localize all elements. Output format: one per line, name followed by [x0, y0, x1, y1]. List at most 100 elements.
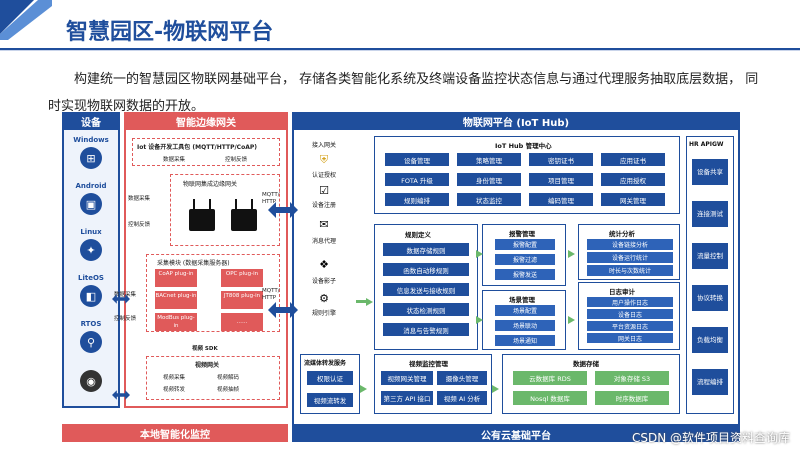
plugin-bacnet: BACnet plug-in	[155, 291, 197, 309]
hub-footer: 公有云基础平台	[292, 426, 740, 442]
collect-left-label-1: 数据采集	[114, 292, 137, 298]
btn-app-auth: 应用授权	[601, 173, 665, 186]
access-label-gateway: 接入网关	[311, 142, 336, 149]
btn-gateway-mgmt: 网关管理	[601, 193, 665, 206]
double-arrow-icon	[112, 390, 130, 400]
edge-gateway-panel: Iot 设备开发工具包 (MQTT/HTTP/CoAP) 数据采集 控制反馈 物…	[114, 130, 288, 408]
camera-mgmt: 摄像头管理	[437, 371, 487, 385]
rule-alarm: 消息与告警规则	[383, 323, 469, 336]
btn-identity: 身份管理	[457, 173, 521, 186]
access-label-register: 设备注册	[311, 202, 336, 209]
double-arrow-icon	[268, 202, 298, 218]
device-liteos: LiteOS ◧	[64, 274, 118, 307]
hub-header: 物联网平台 (IoT Hub)	[292, 112, 740, 130]
third-party-api: 第三方 API 接口	[381, 391, 433, 405]
edge-header: 智能边缘网关	[124, 112, 288, 130]
btn-app-cert: 应用证书	[601, 153, 665, 166]
windows-icon: ⊞	[80, 147, 102, 169]
streaming-box: 流媒体转发服务 权限认证 视频流转发	[300, 354, 360, 414]
alarm-config: 报警配置	[495, 239, 555, 250]
audit-box: 日志审计 用户操作日志 设备日志 平台资源日志 网关日志	[578, 282, 680, 350]
rule-data-storage: 数据存储规则	[383, 243, 469, 256]
apigw-connection-test: 连接测试	[692, 201, 728, 227]
arrow-right-icon	[366, 298, 373, 306]
btn-fota: FOTA 升级	[385, 173, 449, 186]
scene-config: 场景配置	[495, 305, 555, 316]
stats-duration: 时长与次数统计	[587, 265, 673, 276]
page-title: 智慧园区-物联网平台	[66, 20, 274, 45]
linux-icon: ✦	[80, 239, 102, 261]
access-label-broker: 消息代理	[311, 238, 336, 245]
video-gateway-mgmt: 视频网关管理	[381, 371, 433, 385]
plugin-jt808: JT808 plug-in	[221, 291, 263, 309]
collect-module-box: 采集模块 (数据采集服务器) CoAP plug-in OPC plug-in …	[146, 254, 280, 332]
audit-device: 设备日志	[587, 309, 673, 319]
router-icon	[231, 199, 257, 231]
double-arrow-icon	[268, 302, 298, 318]
chat-icon: ✉	[319, 217, 329, 231]
shadow-icon: ❖	[319, 257, 329, 271]
device-android: Android ▣	[64, 182, 118, 215]
iot-hub-panel: 接入网关 ⛨ 认证授权 ☑ 设备注册 ✉ 消息代理 ❖ 设备影子 ⚙ 规则引擎 …	[292, 130, 740, 426]
device-windows: Windows ⊞	[64, 136, 118, 169]
btn-device-mgmt: 设备管理	[385, 153, 449, 166]
shield-icon: ⛨	[319, 153, 329, 166]
stream-forward: 视频流转发	[307, 393, 353, 407]
storage-nosql: Nosql 数据库	[513, 391, 587, 405]
video-gateway-box: 视频网关 视频采集 视频解码 视频转发 视频抽帧	[146, 356, 280, 400]
scene-box: 场景管理 场景配置 场景联动 场景通知	[482, 290, 566, 350]
chip-icon: ◧	[80, 285, 102, 307]
plugin-more: ……	[221, 313, 263, 331]
alarm-filter: 报警过滤	[495, 254, 555, 265]
storage-s3: 对象存储 S3	[595, 371, 669, 385]
audit-user-ops: 用户操作日志	[587, 297, 673, 307]
integration-gateway-box: 物联网集成边缘网关	[170, 174, 280, 246]
arrow-right-icon	[568, 316, 575, 324]
intro-paragraph: 构建统一的智慧园区物联网基础平台， 存储各类智能化系统及终端设备监控状态信息与通…	[48, 72, 759, 114]
stats-connection: 设备链接分析	[587, 239, 673, 250]
stats-box: 统计分析 设备链接分析 设备运行统计 时长与次数统计	[578, 224, 680, 280]
title-divider	[0, 48, 800, 50]
corner-decoration	[0, 0, 52, 40]
checklist-icon: ☑	[319, 183, 329, 197]
apigw-box: HR APIGW 设备共享 连接测试 流量控制 协议转换 负载均衡 流程编排	[686, 136, 734, 414]
devices-header: 设备	[62, 112, 120, 130]
plugin-opc: OPC plug-in	[221, 269, 263, 287]
stats-running: 设备运行统计	[587, 252, 673, 263]
arrow-right-icon	[476, 250, 483, 258]
watermark: CSDN @软件项目资料查询库	[631, 431, 790, 445]
btn-policy-mgmt: 策略管理	[457, 153, 521, 166]
apigw-workflow: 流程编排	[692, 369, 728, 395]
arrow-right-icon	[568, 250, 575, 258]
gateway-left-label-1: 数据采集	[128, 196, 151, 202]
audit-platform: 平台资源日志	[587, 321, 673, 331]
rule-function: 函数自动移规则	[383, 263, 469, 276]
edge-footer: 本地智能化监控	[62, 424, 288, 442]
access-label-auth: 认证授权	[311, 172, 336, 179]
access-label-shadow: 设备影子	[311, 278, 336, 285]
btn-key-cert: 密钥证书	[529, 153, 593, 166]
mgmt-center-box: IoT Hub 管理中心 设备管理 策略管理 密钥证书 应用证书 FOTA 升级…	[374, 136, 680, 214]
plugin-coap: CoAP plug-in	[155, 269, 197, 287]
alarm-box: 报警管理 报警配置 报警过滤 报警发送	[482, 224, 566, 286]
storage-tsdb: 时序数据库	[595, 391, 669, 405]
mqtt-label-2: MQTT/ HTTP	[262, 288, 280, 301]
arrow-right-icon	[492, 385, 499, 393]
apigw-traffic-control: 流量控制	[692, 243, 728, 269]
btn-project: 项目管理	[529, 173, 593, 186]
access-label-rule: 规则引擎	[311, 310, 336, 317]
apigw-protocol: 协议转换	[692, 285, 728, 311]
android-icon: ▣	[80, 193, 102, 215]
storage-box: 数据存储 云数据库 RDS 对象存储 S3 Nosql 数据库 时序数据库	[502, 354, 680, 414]
storage-rds: 云数据库 RDS	[513, 371, 587, 385]
video-ai: 视频 AI 分析	[437, 391, 487, 405]
video-sdk-label: 视频 SDK	[192, 346, 218, 352]
device-linux: Linux ✦	[64, 228, 118, 261]
btn-status-monitor: 状态监控	[457, 193, 521, 206]
camera-icon: ◉	[80, 370, 102, 392]
arrow-right-icon	[476, 316, 483, 324]
apigw-device-share: 设备共享	[692, 159, 728, 185]
connector	[356, 300, 368, 303]
scene-linkage: 场景联动	[495, 320, 555, 331]
router-icon	[189, 199, 215, 231]
